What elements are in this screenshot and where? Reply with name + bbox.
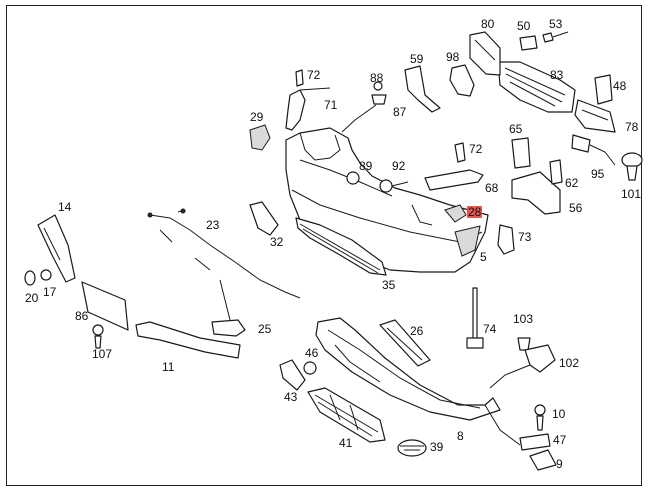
label-50: 50: [517, 19, 531, 33]
label-20: 20: [25, 291, 39, 305]
label-74: 74: [483, 322, 497, 336]
label-65: 65: [509, 122, 523, 136]
label-26: 26: [410, 324, 424, 338]
label-25: 25: [258, 322, 272, 336]
label-80: 80: [481, 17, 495, 31]
bracket-65: [511, 137, 531, 169]
clip-43: [279, 359, 306, 391]
label-5: 5: [480, 250, 487, 264]
label-78: 78: [625, 120, 639, 134]
nut-89: [346, 171, 360, 185]
side-panel-14: [37, 214, 76, 283]
nut-17: [40, 269, 52, 281]
label-14: 14: [58, 200, 72, 214]
bracket-80: [469, 31, 501, 76]
bracket-102: [489, 344, 556, 389]
bracket-78: [574, 99, 616, 133]
label-62: 62: [565, 176, 579, 190]
label-102: 102: [559, 356, 580, 370]
mesh-grille-41: [307, 387, 386, 443]
label-83: 83: [550, 68, 564, 82]
trim-strip-11: [135, 321, 241, 359]
label-59: 59: [410, 52, 424, 66]
clip-25: [211, 319, 246, 337]
reinforcement-beam-83: [497, 61, 576, 113]
label-98: 98: [446, 50, 460, 64]
grommet-20: [24, 270, 36, 286]
sensor-95: [571, 134, 616, 166]
support-71: [285, 69, 331, 131]
label-8: 8: [457, 429, 464, 443]
bolt-87: [341, 81, 387, 133]
bracket-9: [529, 449, 557, 471]
plate-47: [519, 433, 551, 451]
label-47: 47: [553, 433, 567, 447]
screw-107: [92, 324, 104, 349]
clip-62: [549, 159, 563, 185]
label-68: 68: [485, 181, 499, 195]
label-86: 86: [75, 309, 89, 323]
label-32: 32: [270, 235, 284, 249]
label-56: 56: [569, 201, 583, 215]
clip-29: [249, 124, 271, 151]
clip-50: [519, 35, 538, 51]
label-46: 46: [305, 346, 319, 360]
screw-103: [517, 337, 531, 351]
label-92: 92: [392, 159, 406, 173]
label-53: 53: [549, 17, 563, 31]
label-48: 48: [613, 79, 627, 93]
grille-strip-35: [295, 217, 387, 276]
lower-spoiler-8: [315, 317, 521, 446]
bracket-56: [511, 171, 561, 215]
diagram-border: [6, 5, 642, 486]
screw-53: [542, 31, 569, 43]
label-95: 95: [591, 167, 605, 181]
part-28-insert: [444, 204, 467, 223]
clip-73: [497, 224, 515, 255]
label-41: 41: [339, 436, 353, 450]
mesh-insert-39: [397, 439, 427, 457]
label-88: 88: [370, 71, 384, 85]
bolt-92: [379, 179, 409, 193]
bracket-59: [404, 65, 441, 113]
bracket-48: [594, 74, 613, 105]
wiring-harness-23: [147, 208, 301, 321]
label-29: 29: [250, 110, 264, 124]
label-23: 23: [206, 218, 220, 232]
label-107: 107: [92, 347, 113, 361]
bolt-10: [534, 404, 546, 431]
label-72-mid: 72: [469, 142, 483, 156]
label-28-highlighted: 28: [467, 205, 483, 219]
label-73: 73: [518, 230, 532, 244]
label-72-top: 72: [307, 68, 321, 82]
label-39: 39: [430, 440, 444, 454]
label-17: 17: [43, 285, 57, 299]
label-43: 43: [284, 390, 298, 404]
plug-101: [621, 152, 643, 181]
bracket-98: [449, 64, 475, 97]
grille-26: [379, 319, 431, 367]
nut-46: [303, 361, 317, 375]
bracket-32: [249, 201, 279, 236]
label-71: 71: [324, 98, 338, 112]
label-10: 10: [552, 407, 566, 421]
label-11: 11: [162, 360, 175, 374]
label-103: 103: [513, 312, 534, 326]
label-9: 9: [556, 457, 563, 471]
support-68: [424, 142, 484, 191]
label-89: 89: [359, 159, 373, 173]
plate-86: [81, 281, 129, 331]
label-87: 87: [393, 105, 407, 119]
bolt-74: [466, 287, 484, 349]
label-35: 35: [382, 278, 396, 292]
label-101: 101: [621, 187, 642, 201]
